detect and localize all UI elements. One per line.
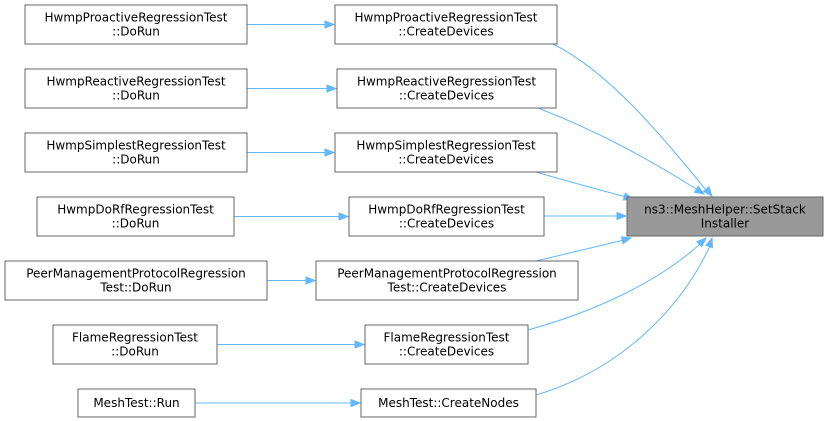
node-box [360, 388, 537, 418]
node-box [364, 324, 529, 365]
arrowhead-proactive-create-to-setstack [702, 185, 713, 198]
arrowhead-flame-create [354, 340, 366, 349]
node-label-line: HwmpDoRfRegressionTest [368, 203, 525, 217]
node-box [626, 196, 824, 237]
node-label-line: HwmpSimplestRegressionTest [46, 139, 226, 153]
node-box [24, 132, 248, 173]
node-peer-dorun[interactable]: PeerManagementProtocolRegressionTest::Do… [4, 260, 268, 301]
node-box [315, 260, 579, 301]
node-box [52, 324, 218, 365]
node-proactive-create[interactable]: HwmpProactiveRegressionTest::CreateDevic… [334, 4, 558, 45]
node-label-line: HwmpReactiveRegressionTest [357, 75, 536, 89]
node-label-line: ::DoRun [112, 89, 160, 103]
node-label-line: ::CreateDevices [399, 345, 494, 359]
node-label-line: Installer [701, 217, 750, 231]
node-label-line: PeerManagementProtocolRegression [337, 267, 557, 281]
node-label-line: ns3::MeshHelper::SetStack [644, 203, 806, 217]
node-box [4, 260, 268, 301]
arrowhead-simplest-create [324, 148, 336, 157]
node-proactive-dorun[interactable]: HwmpProactiveRegressionTest::DoRun [24, 4, 248, 45]
node-reactive-create[interactable]: HwmpReactiveRegressionTest::CreateDevice… [336, 68, 557, 109]
node-box [24, 4, 248, 45]
arrowhead-dorf-create [338, 212, 350, 221]
node-label-line: ::DoRun [112, 153, 160, 167]
node-label-line: ::DoRun [112, 217, 160, 231]
arrowhead-dorf-create-to-setstack [616, 211, 628, 221]
node-label-line: ::CreateDevices [398, 25, 493, 39]
node-box [77, 388, 196, 418]
arrowhead-flame-create-to-setstack [696, 237, 708, 248]
node-mesh-run[interactable]: MeshTest::Run [77, 388, 196, 418]
node-box [336, 68, 557, 109]
node-label-line: HwmpReactiveRegressionTest [46, 75, 225, 89]
nodes-layer: HwmpProactiveRegressionTest::DoRunHwmpRe… [4, 4, 824, 418]
arrowhead-mesh-createnodes [350, 398, 362, 408]
node-box [334, 132, 558, 173]
edges-layer [195, 20, 714, 408]
edge-reactive-create-to-setstack [537, 107, 699, 191]
edge-mesh-createnodes-to-setstack [535, 245, 711, 396]
node-label-line: ::CreateDevices [399, 217, 494, 231]
edge-peer-create-to-setstack [535, 239, 625, 262]
node-label-line: MeshTest::CreateNodes [378, 396, 519, 410]
node-dorf-dorun[interactable]: HwmpDoRfRegressionTest::DoRun [36, 196, 235, 237]
node-label-line: HwmpSimplestRegressionTest [356, 139, 536, 153]
node-label-line: ::DoRun [111, 345, 159, 359]
edge-flame-create-to-setstack [527, 243, 701, 331]
node-label-line: ::CreateDevices [398, 153, 493, 167]
node-label-line: FlameRegressionTest [72, 331, 198, 345]
node-label-line: HwmpProactiveRegressionTest [45, 11, 228, 25]
node-label-line: ::CreateDevices [399, 89, 494, 103]
node-box [36, 196, 235, 237]
node-box [348, 196, 545, 237]
edge-simplest-create-to-setstack [535, 171, 627, 198]
node-box [24, 68, 248, 109]
arrowhead-peer-create [305, 276, 317, 285]
node-box [334, 4, 558, 45]
node-flame-create[interactable]: FlameRegressionTest::CreateDevices [364, 324, 529, 365]
node-label-line: Test::DoRun [99, 281, 171, 295]
node-reactive-dorun[interactable]: HwmpReactiveRegressionTest::DoRun [24, 68, 248, 109]
node-flame-dorun[interactable]: FlameRegressionTest::DoRun [52, 324, 218, 365]
edge-proactive-create-to-setstack [552, 43, 707, 191]
node-label-line: MeshTest::Run [93, 396, 179, 410]
node-mesh-createnodes[interactable]: MeshTest::CreateNodes [360, 388, 537, 418]
node-label-line: Test::CreateDevices [387, 281, 507, 295]
node-label-line: FlameRegressionTest [384, 331, 510, 345]
node-label-line: HwmpDoRfRegressionTest [57, 203, 214, 217]
node-label-line: HwmpProactiveRegressionTest [355, 11, 538, 25]
node-label-line: PeerManagementProtocolRegression [26, 267, 246, 281]
arrowhead-reactive-create [326, 84, 338, 93]
node-simplest-create[interactable]: HwmpSimplestRegressionTest::CreateDevice… [334, 132, 558, 173]
arrowhead-reactive-create-to-setstack [693, 185, 706, 195]
node-simplest-dorun[interactable]: HwmpSimplestRegressionTest::DoRun [24, 132, 248, 173]
node-dorf-create[interactable]: HwmpDoRfRegressionTest::CreateDevices [348, 196, 545, 237]
arrowhead-proactive-create [324, 20, 336, 29]
node-label-line: ::DoRun [112, 25, 160, 39]
arrowhead-mesh-createnodes-to-setstack [704, 236, 714, 249]
arrowhead-peer-create-to-setstack [620, 236, 633, 245]
node-peer-create[interactable]: PeerManagementProtocolRegressionTest::Cr… [315, 260, 579, 301]
